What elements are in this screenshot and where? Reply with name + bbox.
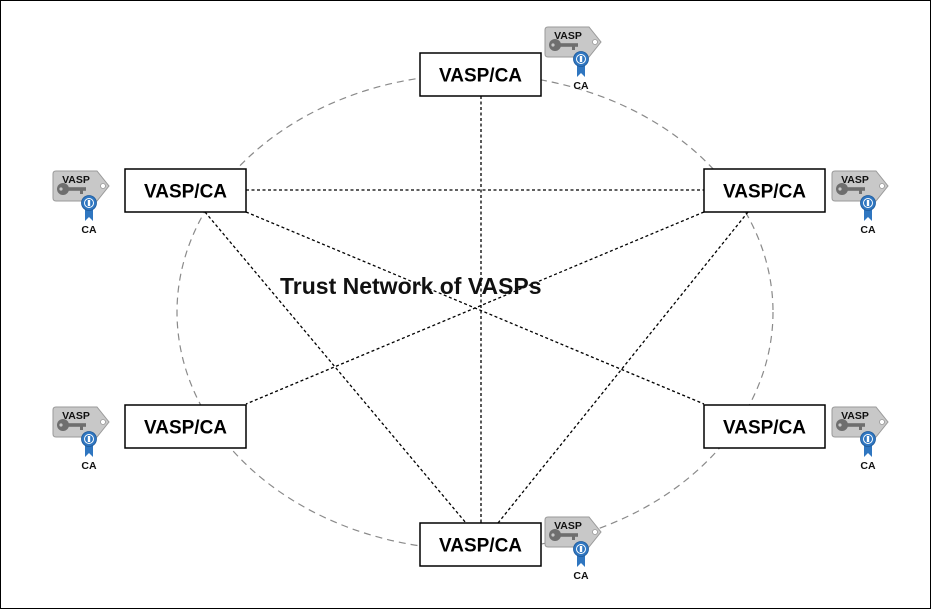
node-box	[124, 404, 247, 449]
edge-group	[204, 96, 749, 524]
certificate-card	[544, 516, 602, 548]
badge-vasp-label: VASP	[554, 30, 582, 42]
node-label: VASP/CA	[439, 536, 522, 557]
certificate-card	[831, 170, 889, 202]
edge-upper-right-lower-left	[245, 211, 705, 405]
node-label: VASP/CA	[144, 418, 227, 439]
node-box	[703, 168, 826, 213]
network-ring	[176, 73, 774, 551]
node-box	[419, 522, 542, 567]
tag-hole	[592, 39, 598, 45]
certificate-card	[831, 406, 889, 438]
node-box	[124, 168, 247, 213]
badge-vasp-label: VASP	[62, 174, 90, 186]
certificate-card	[544, 26, 602, 58]
badge-ca-label: CA	[81, 460, 97, 472]
badge-vasp-label: VASP	[554, 520, 582, 532]
ribbon-seal-icon	[860, 431, 876, 457]
certificate-badge-upper-left: VASP CA	[52, 170, 110, 236]
key-icon	[57, 183, 86, 195]
node-label: VASP/CA	[723, 182, 806, 203]
badge-group: VASP CA VASP CA VASP CA VASP CA VASP CA VASP CA	[52, 26, 889, 582]
badge-ca-label: CA	[573, 80, 589, 92]
edge-upper-right-bottom	[497, 211, 749, 524]
tag-hole	[100, 419, 106, 425]
node-top: VASP/CA	[419, 52, 542, 97]
certificate-badge-bottom: VASP CA	[544, 516, 602, 582]
edge-upper-left-bottom	[204, 211, 467, 524]
node-label: VASP/CA	[439, 66, 522, 87]
tag-hole	[100, 183, 106, 189]
node-label: VASP/CA	[144, 182, 227, 203]
key-icon	[549, 529, 578, 541]
certificate-badge-lower-left: VASP CA	[52, 406, 110, 472]
badge-ca-label: CA	[860, 460, 876, 472]
ribbon-seal-icon	[81, 431, 97, 457]
badge-ca-label: CA	[81, 224, 97, 236]
ribbon-seal-icon	[573, 541, 589, 567]
tag-hole	[879, 419, 885, 425]
node-box	[419, 52, 542, 97]
key-icon	[549, 39, 578, 51]
node-bottom: VASP/CA	[419, 522, 542, 567]
node-lower-right: VASP/CA	[703, 404, 826, 449]
diagram-title: Trust Network of VASPs	[280, 273, 542, 299]
node-lower-left: VASP/CA	[124, 404, 247, 449]
node-box	[703, 404, 826, 449]
certificate-badge-upper-right: VASP CA	[831, 170, 889, 236]
ribbon-seal-icon	[860, 195, 876, 221]
certificate-badge-lower-right: VASP CA	[831, 406, 889, 472]
badge-vasp-label: VASP	[841, 410, 869, 422]
node-label: VASP/CA	[723, 418, 806, 439]
tag-hole	[879, 183, 885, 189]
badge-vasp-label: VASP	[62, 410, 90, 422]
key-icon	[57, 419, 86, 431]
node-upper-right: VASP/CA	[703, 168, 826, 213]
badge-ca-label: CA	[573, 570, 589, 582]
node-group: VASP/CA VASP/CA VASP/CA VASP/CA VASP/CA VASP/…	[124, 52, 826, 567]
certificate-badge-top: VASP CA	[544, 26, 602, 92]
key-icon	[836, 183, 865, 195]
tag-hole	[592, 529, 598, 535]
node-upper-left: VASP/CA	[124, 168, 247, 213]
ribbon-seal-icon	[573, 51, 589, 77]
badge-vasp-label: VASP	[841, 174, 869, 186]
certificate-card	[52, 170, 110, 202]
badge-ca-label: CA	[860, 224, 876, 236]
certificate-card	[52, 406, 110, 438]
ribbon-seal-icon	[81, 195, 97, 221]
key-icon	[836, 419, 865, 431]
